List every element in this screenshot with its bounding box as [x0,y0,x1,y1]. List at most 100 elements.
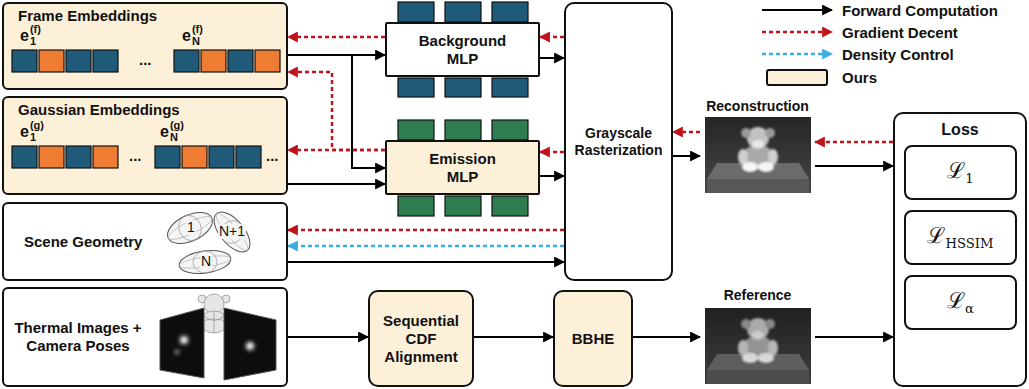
mlp-layer [398,120,434,140]
node-label: Scene Geometry [24,233,142,251]
math-symbol: e [20,123,29,141]
embedding-vector [93,50,118,72]
mlp-layer [445,120,481,140]
embedding-vector [174,50,199,72]
gaussian-ellipsoid [163,206,257,277]
ellipsis: ... [129,148,142,165]
embedding-panel: Gaussian Embeddings [2,96,288,195]
gaussian-ellipsoid [216,216,249,248]
forward-arrow [288,336,368,338]
embedding-vector [12,50,37,72]
image-panel: Reference [700,287,815,387]
gaussian-ellipsoid [178,247,233,276]
math-index: N(g) [170,120,184,143]
input-illustration [160,308,204,378]
math-symbol: e [182,27,191,45]
thermal-image [705,117,811,193]
forward-arrow [815,336,893,338]
geometry-panel: Scene Geometry [2,202,288,281]
embedding-vector [12,146,37,168]
loss-term: ℒHSSIM [904,210,1017,265]
panel-fill [3,97,287,194]
forward-arrow [673,155,700,157]
gradient-arrow [288,72,385,150]
gradient-arrow [288,36,385,39]
node-label: Thermal Images + Camera Poses [12,319,144,355]
gaussian-ellipsoid [212,210,251,254]
loss-term: ℒ1 [904,145,1017,200]
embedding-vector [255,50,280,72]
gaussian-ellipsoid [192,249,219,274]
node-label: Gaussian Embeddings [18,101,272,119]
gradient-arrow [673,131,700,134]
input-illustration [224,308,276,380]
panel-fill [3,3,287,89]
mlp-box: Background MLP [385,22,540,77]
input-illustration [175,350,179,354]
math-symbol: ℒ [947,158,965,183]
embedding-symbol: e1(f) [20,24,41,47]
node-label: Emission MLP [415,150,510,186]
forward-arrow [815,165,893,167]
loss-term-label: ℒHSSIM [927,223,993,252]
mlp-layer [445,196,481,216]
math-index: N(f) [192,24,203,47]
mlp-layer [445,2,481,22]
math-superscript: (g) [30,120,44,132]
embedding-vector [93,146,118,168]
forward-arrow [474,336,553,338]
math-symbol: ℒ [927,223,945,248]
forward-arrow [288,261,564,263]
embedding-vector [66,50,91,72]
node-label: Grayscale Rasterization [572,125,665,159]
gradient-arrow [540,151,564,154]
embedding-vector [12,50,280,168]
gaussian-index: N [200,254,212,269]
forward-arrow [540,175,564,177]
legend-swatch [766,69,828,86]
math-subscript: 1 [965,171,973,186]
legend-label: Forward Computation [842,2,998,19]
node-label: BBHE [572,330,615,348]
math-subscript: α [965,301,974,316]
math-symbol: e [20,27,29,45]
loss-term-label: ℒα [947,288,974,317]
node-label: Frame Embeddings [18,7,272,25]
math-subscript: N [192,36,203,48]
gaussian-index: 1 [186,220,196,235]
math-symbol: e [160,123,169,141]
embedding-vector [201,50,226,72]
legend-sample [762,9,832,11]
mlp-layer [492,78,528,97]
legend-sample [762,53,832,56]
gaussian-index: N+1 [218,224,246,239]
legend-label: Density Control [842,46,954,63]
gradient-arrow [815,141,893,144]
gaussian-ellipsoid [166,212,215,243]
node-label: Reconstruction [700,98,815,115]
thermal-image [705,117,811,384]
forward-arrow [288,183,385,185]
embedding-symbol: e1(g) [20,120,44,143]
process-box: Sequential CDF Alignment [368,290,474,387]
gaussian-ellipsoid [175,212,206,245]
embedding-vector [39,50,64,72]
image-panel: Reconstruction [700,98,815,194]
math-subscript: N [170,132,184,144]
gradient-arrow [288,149,385,152]
legend-sample [762,10,832,54]
math-subscript: 1 [30,132,44,144]
embedding-vector [228,50,253,72]
node-label: Reference [700,287,815,304]
process-box: BBHE [553,290,633,387]
embedding-symbol: eN(f) [182,24,203,47]
gaussian-ellipsoid [179,253,232,270]
ellipsis: ... [139,52,152,69]
legend-label: Gradient Decent [842,24,958,41]
gradient-arrow [288,229,564,232]
mlp-layer [445,78,481,97]
mlp-layer [492,196,528,216]
input-illustration [246,342,254,350]
legend-label: Ours [842,69,877,86]
mlp-layer [398,2,434,22]
